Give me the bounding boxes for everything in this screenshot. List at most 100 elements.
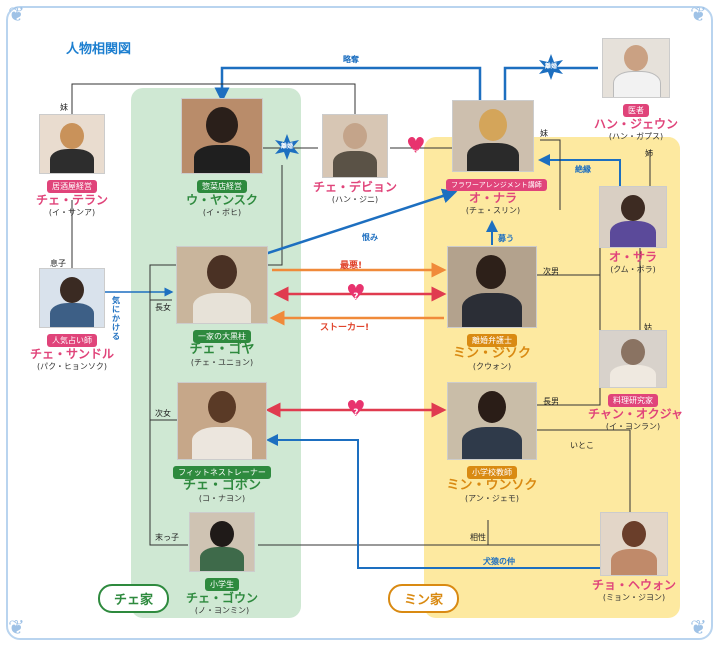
- person-card-hanjoon: 医者 ハン・ジェウン (ハン・ガプス): [594, 38, 678, 142]
- character-name: チェ・デビョン: [312, 180, 397, 194]
- relation-bo: 募う: [498, 234, 514, 243]
- corner-ornament-icon: ❦: [690, 615, 707, 639]
- role-badge: 医者: [623, 104, 649, 117]
- portrait-photo: [176, 246, 268, 324]
- character-name: チャン・オクジャ: [588, 407, 684, 421]
- portrait-photo: [177, 382, 267, 460]
- relation-urami: 恨み: [362, 233, 378, 242]
- person-card-sundol: 人気占い師 チェ・サンドル (パク・ヒョンソク): [28, 268, 116, 372]
- question-heart-icon: ♥?: [346, 281, 366, 306]
- relation-imouto: 妹: [540, 129, 548, 138]
- person-card-gowun: 小学生 チェ・ゴウン (ノ・ヨンミン): [180, 512, 264, 616]
- portrait-photo: [447, 246, 537, 328]
- role-badge: 惣菜店経営: [197, 180, 247, 193]
- relation-stalker: ストーカー!: [320, 323, 370, 333]
- role-badge: 小学生: [205, 578, 239, 591]
- role-badge: 人気占い師: [47, 334, 97, 347]
- actor-name: (ミョン・ジヨン): [602, 593, 666, 602]
- actor-name: (イ・サンア): [48, 208, 96, 217]
- portrait-photo: [599, 186, 667, 248]
- character-name: チョ・ヘウォン: [592, 578, 677, 592]
- portrait-photo: [322, 114, 388, 178]
- actor-name: (ノ・ヨンミン): [194, 606, 250, 615]
- relation-kenen: 犬猿の仲: [483, 557, 515, 566]
- question-heart-icon: ♥?: [346, 397, 366, 422]
- person-card-onara: フラワーアレンジメント講師 オ・ナラ (チェ・スリン): [446, 100, 547, 216]
- relation-choujo: 長女: [155, 303, 171, 312]
- relation-imouto: 妹: [60, 103, 68, 112]
- divorce-burst-icon: 離婚: [538, 54, 564, 80]
- role-badge: 居酒屋経営: [47, 180, 97, 193]
- character-name: ハン・ジェウン: [594, 117, 679, 131]
- divorce-burst-icon: 離婚: [274, 134, 300, 160]
- portrait-photo: [600, 512, 668, 576]
- role-badge: 離婚弁護士: [467, 334, 517, 347]
- decorative-border: [6, 6, 713, 640]
- role-badge: 料理研究家: [608, 394, 658, 407]
- character-name: ミン・ウンソク: [446, 478, 538, 493]
- relation-jijo: 次女: [155, 409, 171, 418]
- portrait-photo: [602, 38, 670, 98]
- relation-chonan: 長男: [543, 397, 559, 406]
- person-card-osara: オ・サラ (クム・ボラ): [590, 186, 676, 275]
- role-badge: フラワーアレンジメント講師: [446, 179, 547, 191]
- actor-name: (チェ・スリン): [465, 206, 521, 215]
- person-card-terran: 居酒屋経営 チェ・テラン (イ・サンア): [28, 114, 116, 218]
- relation-suekko: 末っ子: [155, 533, 179, 542]
- person-card-debyon: チェ・デビョン (ハン・ジニ): [312, 114, 398, 205]
- marriage-heart-icon: ♥結婚: [406, 134, 426, 159]
- relation-shuto: 姑: [644, 323, 652, 332]
- portrait-photo: [39, 114, 105, 174]
- character-name: ウ・ヤンスク: [186, 193, 258, 207]
- relation-zetsuen: 絶縁: [575, 165, 591, 174]
- role-badge: 一家の大黒柱: [193, 330, 251, 343]
- actor-name: (クム・ボラ): [610, 265, 656, 274]
- actor-name: (パク・ヒョンソク): [36, 362, 108, 371]
- person-card-hyewon: チョ・ヘウォン (ミョン・ジヨン): [592, 512, 676, 603]
- character-name: チェ・サンドル: [29, 347, 114, 361]
- corner-ornament-icon: ❦: [8, 2, 25, 26]
- person-card-gooya: 一家の大黒柱 チェ・ゴヤ (チェ・ユニョン): [172, 246, 272, 368]
- actor-name: (コ・ナヨン): [198, 494, 246, 503]
- relation-ryakudatsu: 略奪: [343, 55, 359, 64]
- relation-musuko: 息子: [50, 259, 66, 268]
- character-name: ミン・ジソク: [452, 346, 531, 361]
- portrait-photo: [599, 330, 667, 388]
- actor-name: (ハン・ガプス): [608, 132, 664, 141]
- page-title: 人物相関図: [66, 42, 132, 57]
- relation-kinikakeru: 気にかける: [112, 296, 120, 341]
- actor-name: (アン・ジェモ): [465, 494, 519, 503]
- choi-family-label: チェ家: [98, 584, 170, 613]
- character-name: チェ・テラン: [35, 193, 108, 207]
- relation-saiaku: 最悪!: [340, 261, 363, 271]
- character-name: チェ・ゴウン: [185, 591, 258, 605]
- relation-ane: 姉: [645, 149, 653, 158]
- portrait-photo: [452, 100, 534, 172]
- min-family-label: ミン家: [388, 584, 460, 613]
- relation-aitan: 相性: [470, 533, 486, 542]
- character-name: チェ・ゴヤ: [189, 342, 255, 357]
- person-card-gobon: フィットネストレーナー チェ・ゴボン (コ・ナヨン): [172, 382, 272, 504]
- portrait-photo: [189, 512, 255, 572]
- person-card-yangsuk: 惣菜店経営 ウ・ヤンスク (イ・ボヒ): [178, 98, 266, 218]
- portrait-photo: [39, 268, 105, 328]
- actor-name: (イ・ボヒ): [202, 208, 242, 217]
- person-card-unsok: 小学校教師 ミン・ウンソク (アン・ジェモ): [444, 382, 540, 504]
- relation-itoko: いとこ: [570, 441, 594, 450]
- character-name: オ・サラ: [608, 250, 657, 264]
- actor-name: (ハン・ジニ): [331, 195, 379, 204]
- corner-ornament-icon: ❦: [690, 2, 707, 26]
- portrait-photo: [447, 382, 537, 460]
- character-name: オ・ナラ: [468, 191, 517, 205]
- relation-jinan: 次男: [543, 267, 559, 276]
- person-card-jisok: 離婚弁護士 ミン・ジソク (クウォン): [444, 246, 540, 372]
- actor-name: (イ・ヨンラン): [605, 422, 661, 431]
- character-name: チェ・ゴボン: [182, 478, 261, 493]
- role-badge: 小学校教師: [467, 466, 517, 479]
- role-badge: フィットネストレーナー: [173, 466, 271, 479]
- actor-name: (チェ・ユニョン): [190, 358, 254, 367]
- person-card-ojaja: 料理研究家 チャン・オクジャ (イ・ヨンラン): [588, 330, 684, 432]
- actor-name: (クウォン): [472, 362, 512, 371]
